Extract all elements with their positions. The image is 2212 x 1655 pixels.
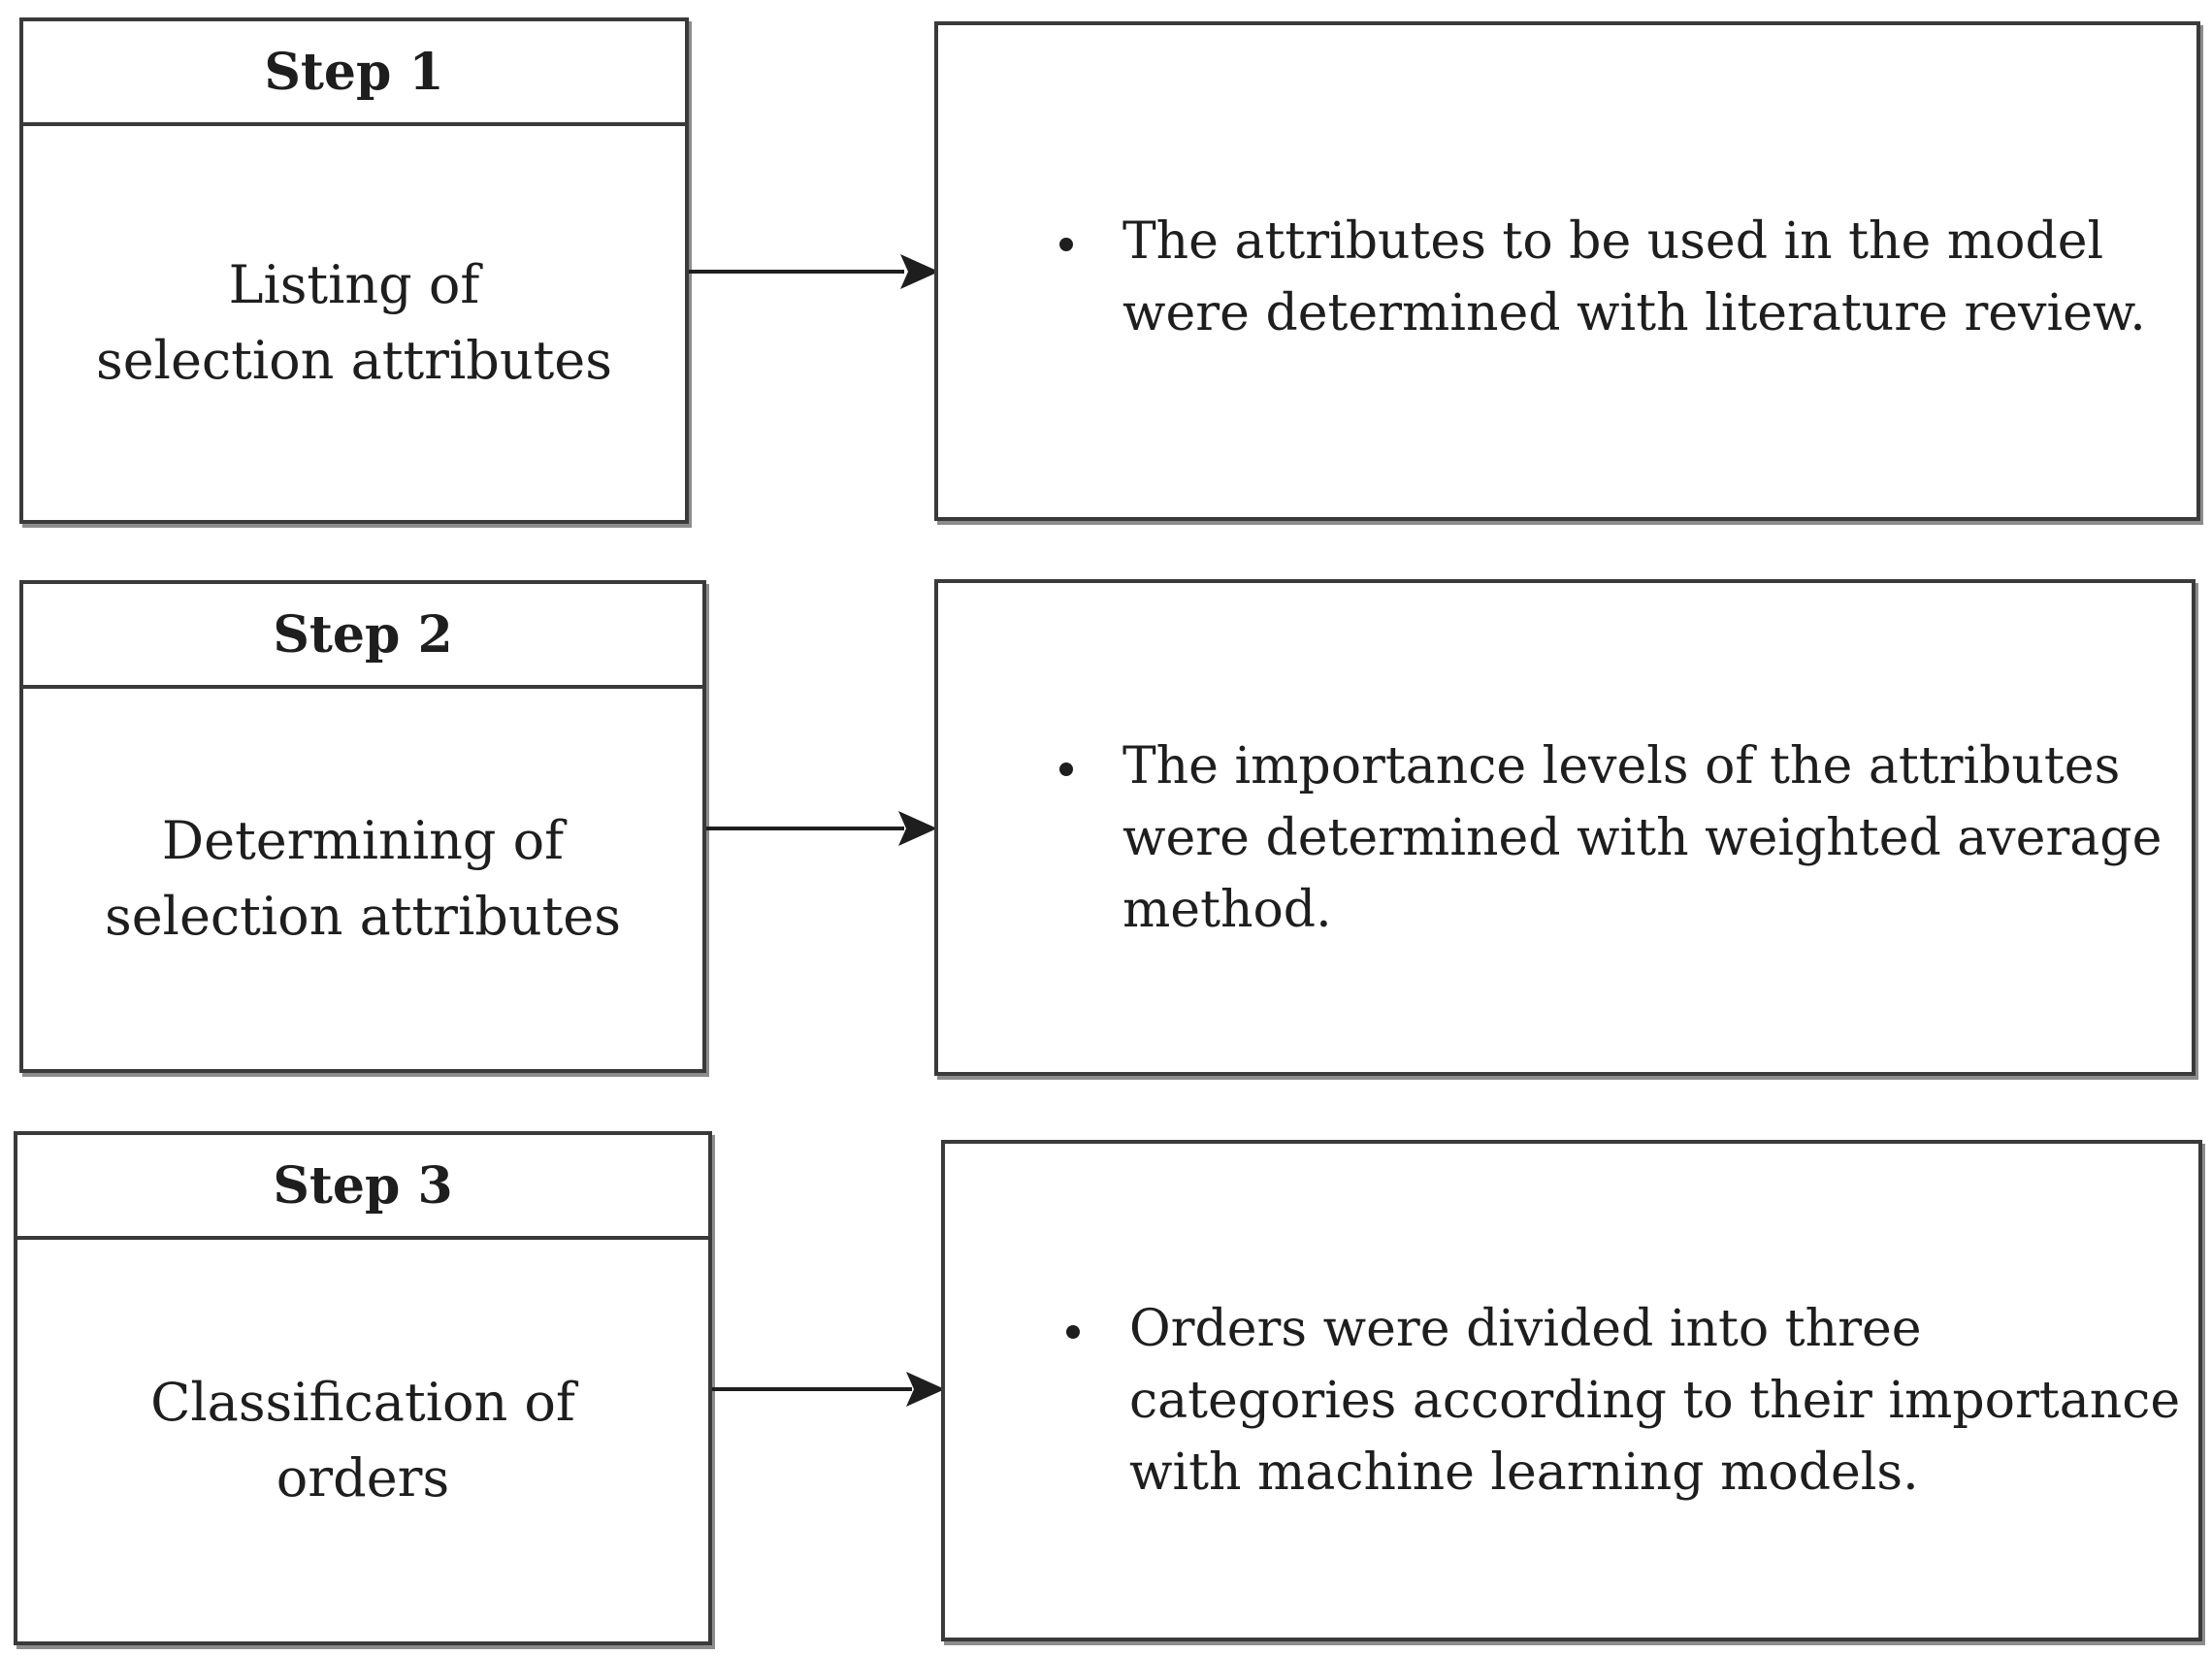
step-2-header: Step 2 [23, 584, 702, 689]
step-3-arrow [712, 1372, 945, 1407]
step-3-box: Step 3 Classification of orders [14, 1131, 712, 1645]
step-3-description-box: Orders were divided into three categorie… [941, 1140, 2202, 1641]
step-2-description: The importance levels of the attributes … [1122, 737, 2163, 939]
step-3-title-line-1: Classification of [150, 1372, 575, 1433]
step-1-title-line-2: selection attributes [96, 330, 612, 391]
step-2-title: Determining of selection attributes [23, 689, 702, 1069]
step-1-description-box: The attributes to be used in the model w… [934, 21, 2200, 521]
step-3-title-line-2: orders [276, 1447, 450, 1509]
step-1-box: Step 1 Listing of selection attributes [19, 17, 689, 524]
step-3-header: Step 3 [17, 1135, 708, 1240]
step-2-bullet [1059, 763, 1073, 776]
step-1-title: Listing of selection attributes [23, 126, 685, 520]
step-1-title-line-1: Listing of [228, 254, 480, 315]
step-2-description-box: The importance levels of the attributes … [934, 579, 2196, 1076]
step-2-box: Step 2 Determining of selection attribut… [19, 580, 706, 1073]
step-3-bullet [1066, 1325, 1080, 1339]
step-3-title: Classification of orders [17, 1240, 708, 1641]
step-1-description: The attributes to be used in the model w… [1122, 212, 2146, 342]
step-2-title-line-2: selection attributes [105, 886, 621, 947]
step-1-arrow [689, 254, 939, 289]
step-1-bullet [1059, 238, 1073, 251]
step-2-arrow [706, 811, 937, 846]
step-3-description: Orders were divided into three categorie… [1129, 1300, 2181, 1502]
step-2-title-line-1: Determining of [161, 810, 565, 871]
step-1-header: Step 1 [23, 21, 685, 126]
